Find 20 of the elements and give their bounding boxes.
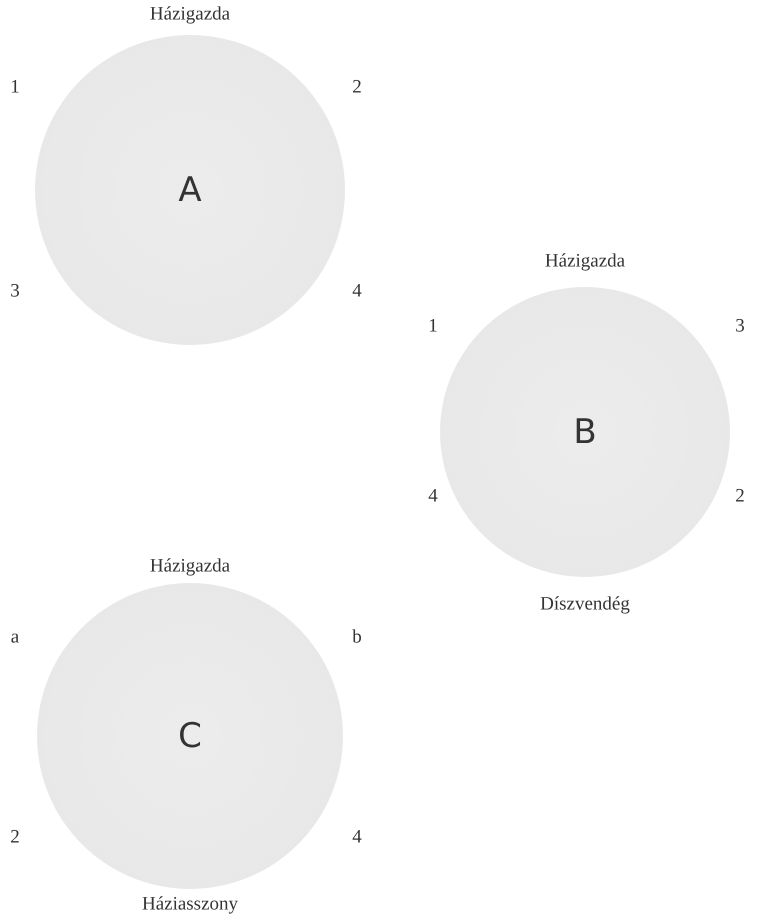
role-label: Házigazda (150, 556, 230, 578)
seat-label: 2 (352, 78, 362, 98)
table-letter: B (573, 415, 597, 449)
role-label: Díszvendég (540, 594, 630, 616)
seat-label: 3 (10, 282, 20, 302)
role-label: Házigazda (150, 4, 230, 26)
table-letter: A (178, 173, 202, 207)
seat-label: 1 (428, 316, 438, 338)
seat-label: 4 (428, 486, 438, 508)
seat-label: 4 (352, 282, 362, 302)
table-letter: C (178, 719, 202, 753)
role-label: Háziasszony (142, 894, 238, 916)
seat-label: 1 (10, 78, 20, 98)
role-label: Házigazda (544, 252, 626, 272)
seat-label: 2 (10, 828, 20, 848)
seat-label: 2 (735, 486, 745, 508)
seat-label: 4 (352, 828, 362, 848)
seat-label: a (10, 628, 20, 648)
seat-label: b (352, 628, 362, 648)
seat-label: 3 (735, 316, 745, 338)
